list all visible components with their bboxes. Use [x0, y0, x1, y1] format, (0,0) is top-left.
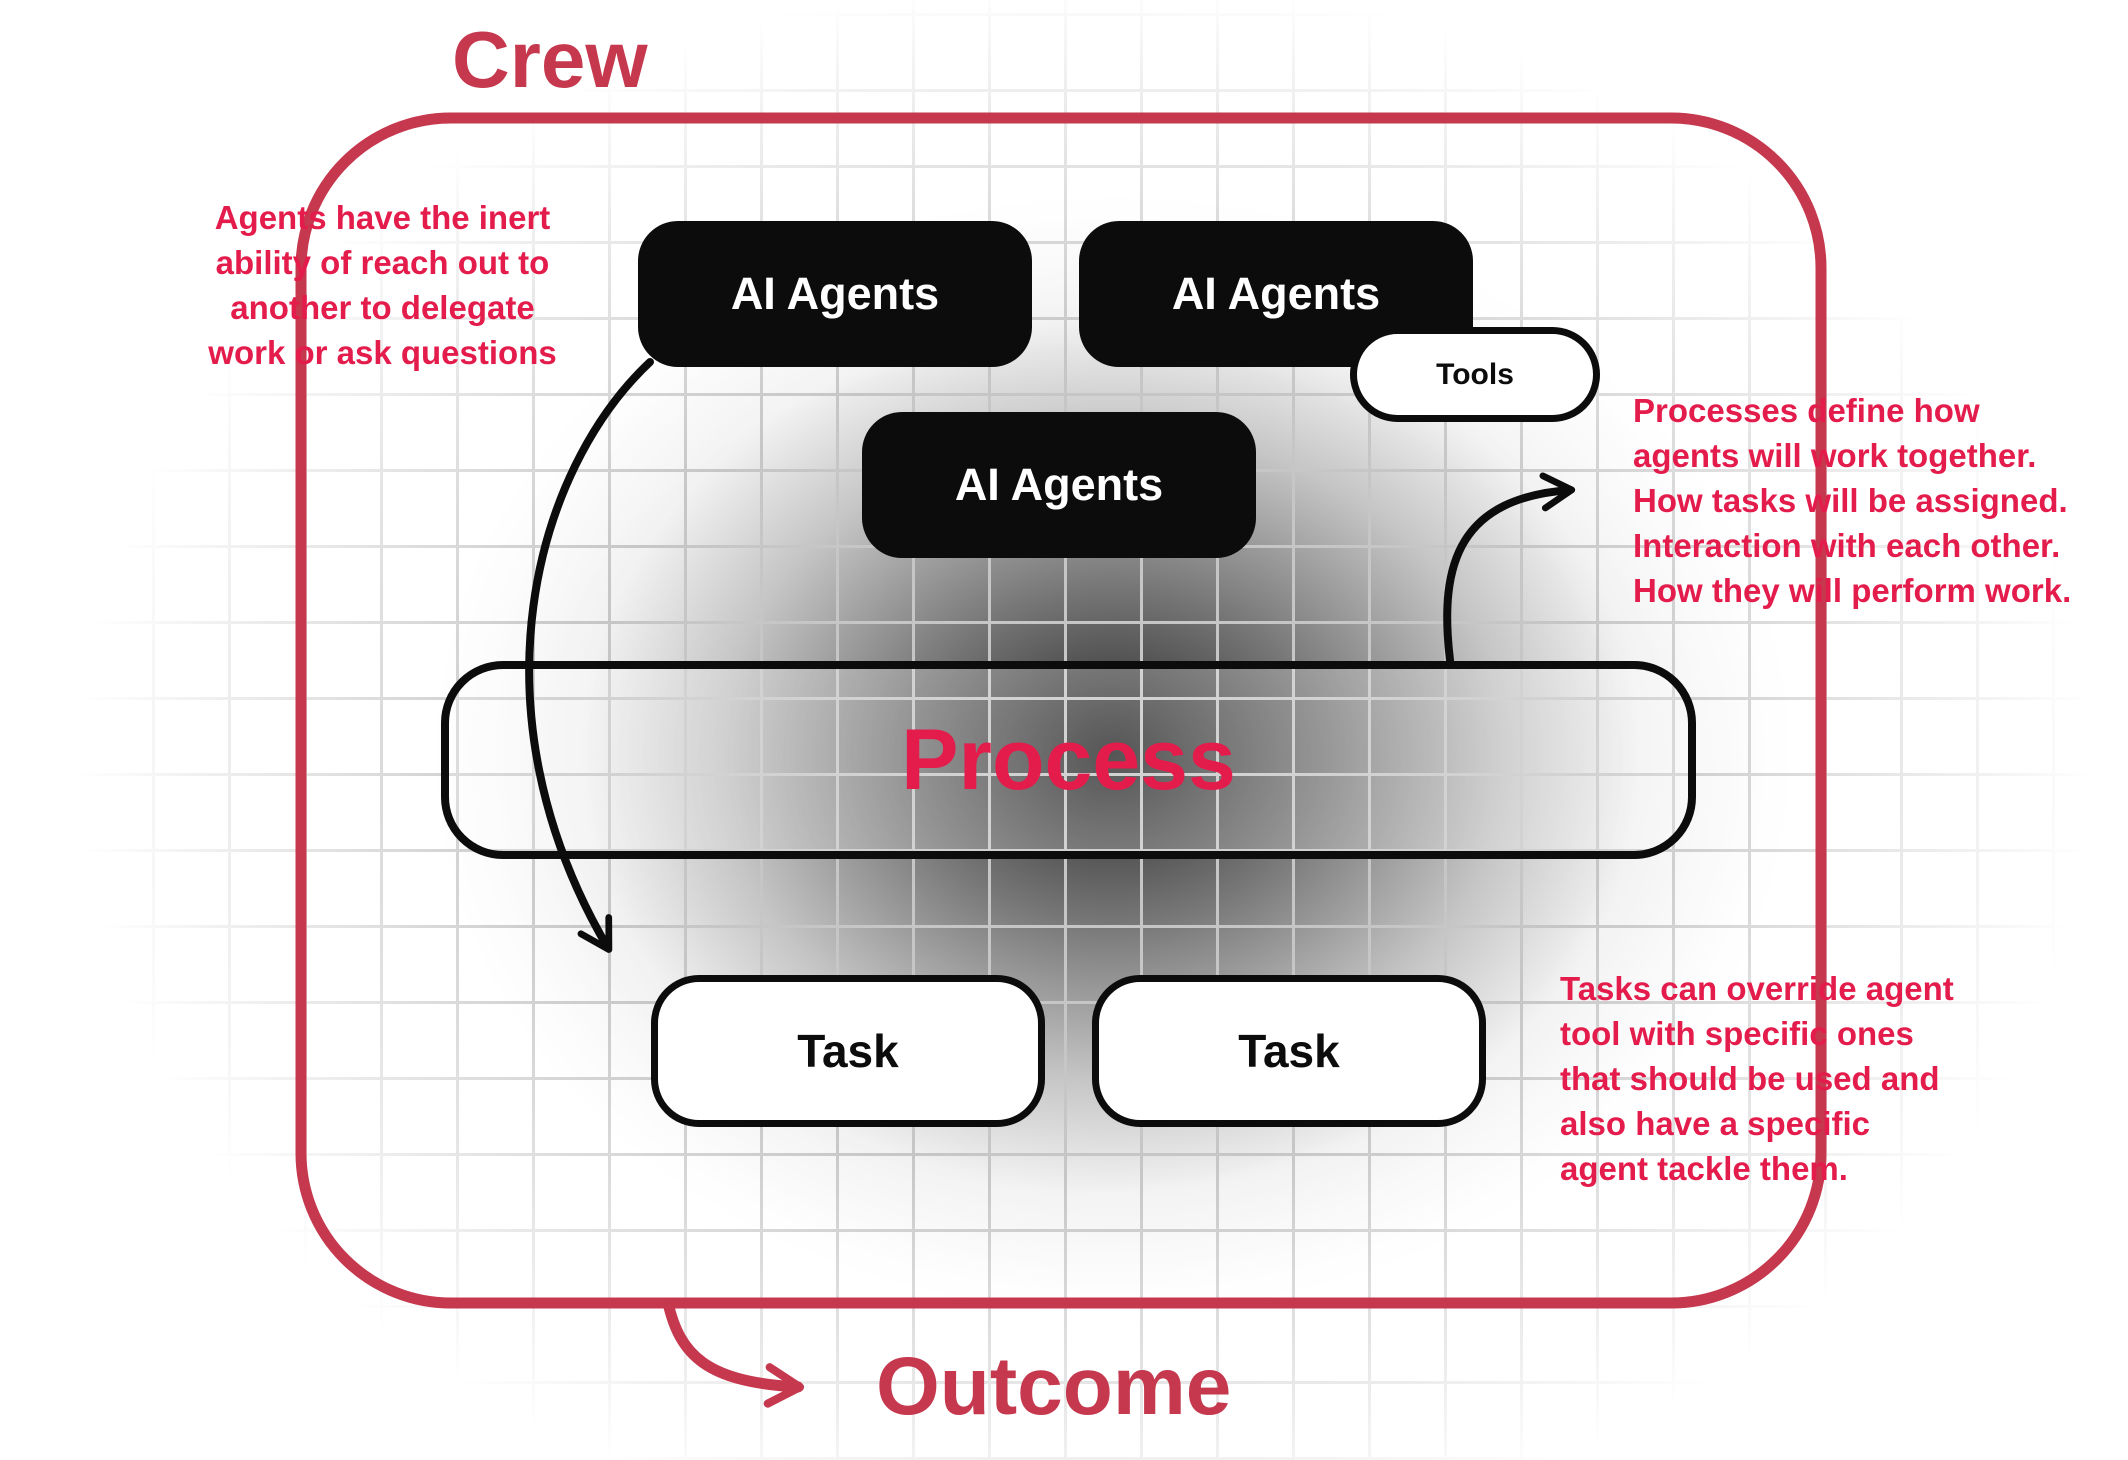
task-label: Task [1238, 1025, 1340, 1077]
ai-agents-box-1: AI Agents [638, 221, 1032, 367]
delegation-note: Agents have the inert ability of reach o… [208, 199, 557, 371]
process-note: Processes define how agents will work to… [1633, 392, 2072, 609]
task-box-1: Task [651, 975, 1045, 1127]
process-box: Process [441, 661, 1696, 859]
task-box-2: Task [1092, 975, 1486, 1127]
crew-title: Crew [452, 15, 648, 104]
process-label: Process [901, 711, 1236, 808]
tasks-note: Tasks can override agent tool with speci… [1560, 970, 1954, 1187]
ai-agents-label: AI Agents [954, 459, 1164, 510]
ai-agents-label: AI Agents [730, 268, 940, 319]
task-label: Task [797, 1025, 899, 1077]
ai-agents-box-3: AI Agents [862, 412, 1256, 558]
outcome-title: Outcome [876, 1341, 1232, 1432]
tools-box: Tools [1350, 327, 1600, 422]
tools-label: Tools [1436, 357, 1514, 391]
ai-agents-label: AI Agents [1171, 268, 1381, 319]
